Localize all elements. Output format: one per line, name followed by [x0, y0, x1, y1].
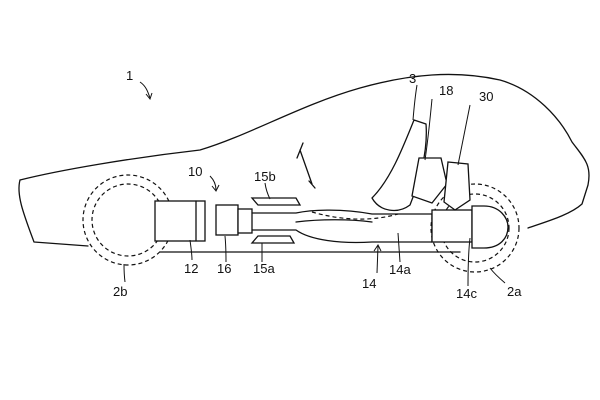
label-shaft-assembly: 14 [362, 276, 376, 291]
transmission-block [215, 204, 239, 236]
leader-rear-component [457, 104, 471, 166]
label-drive-unit: 10 [188, 164, 202, 179]
rear-drive-cap [471, 205, 509, 249]
leader-tunnel-upper [264, 182, 271, 200]
transmission-coupling [237, 208, 253, 234]
label-transmission: 16 [217, 261, 231, 276]
leader-drive-unit [209, 175, 217, 191]
leader-shaft [397, 232, 401, 263]
leader-shaft-assembly-arrow [373, 244, 382, 252]
label-shaft: 14a [389, 262, 411, 277]
engine-block [154, 200, 206, 242]
tunnel-part-upper [250, 197, 302, 206]
label-tunnel-part-lower: 15a [253, 261, 275, 276]
leader-drive-unit-arrow [211, 184, 220, 192]
seat-back [371, 119, 427, 212]
seat-cushion [311, 211, 399, 220]
rear-drive-unit [431, 209, 473, 243]
leader-front-wheel [123, 263, 126, 283]
car-body-nose [18, 179, 89, 247]
label-rear-wheel: 2a [507, 284, 522, 299]
leader-seat [412, 84, 418, 121]
leader-vehicle-arrow [145, 92, 153, 101]
label-tunnel-part-upper: 15b [254, 169, 276, 184]
tunnel-part-lower [250, 235, 296, 244]
label-rear-component: 30 [479, 89, 493, 104]
leader-transmission [224, 235, 227, 263]
label-engine: 12 [184, 261, 198, 276]
leader-shaft-assembly [376, 245, 379, 274]
leader-engine [189, 239, 193, 261]
label-seat: 3 [409, 71, 416, 86]
leader-rear-unit [467, 237, 471, 287]
label-rear-unit: 14c [456, 286, 477, 301]
rear-component [443, 161, 471, 211]
torque-tube-inner [295, 219, 373, 223]
label-vehicle: 1 [126, 68, 133, 83]
rear-component-upper [411, 157, 448, 204]
label-rear-component-upper: 18 [439, 83, 453, 98]
label-front-wheel: 2b [113, 284, 127, 299]
car-body-outline [19, 73, 590, 229]
leader-vehicle [139, 81, 151, 99]
leader-rear-wheel [489, 267, 506, 284]
steering-column [296, 142, 316, 189]
leader-rear-component-upper [424, 98, 433, 161]
